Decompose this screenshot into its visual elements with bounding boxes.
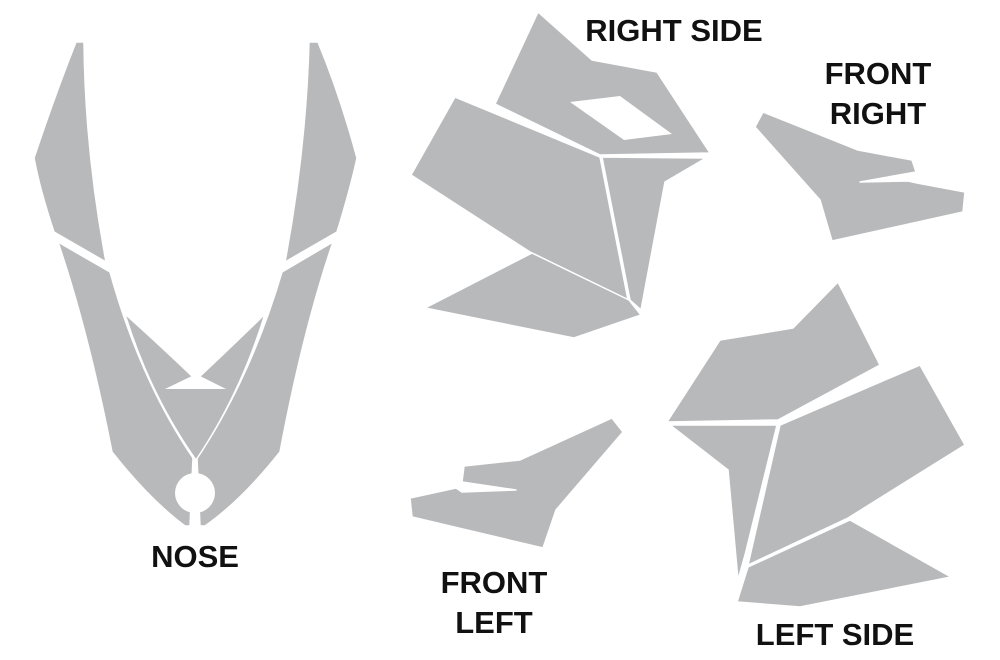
right-side-top-panel xyxy=(494,11,711,156)
nose-right-upper-panel xyxy=(284,41,358,263)
nose-label: NOSE xyxy=(151,539,239,574)
front-left-label-line2: LEFT xyxy=(455,605,533,640)
nose-left-upper-panel xyxy=(33,41,107,263)
front-left-decal-group: FRONT LEFT xyxy=(409,417,624,640)
right-side-inner-panel xyxy=(601,156,707,311)
left-side-large-panel xyxy=(747,364,966,566)
front-right-label-line2: RIGHT xyxy=(830,96,927,131)
nose-left-lower-panel xyxy=(57,241,194,527)
front-right-panel xyxy=(754,111,966,242)
left-side-top-panel xyxy=(666,281,881,423)
right-side-window-cutout xyxy=(570,96,672,140)
right-side-bottom-panel xyxy=(424,252,642,339)
front-right-decal-group: FRONT RIGHT xyxy=(754,56,966,242)
left-side-decal-group: LEFT SIDE xyxy=(666,281,966,652)
front-left-panel xyxy=(409,417,624,549)
front-right-label-line1: FRONT xyxy=(825,56,932,91)
right-side-decal-group: RIGHT SIDE xyxy=(410,11,763,339)
nose-keyhole-cutout xyxy=(175,473,215,513)
front-left-label-line1: FRONT xyxy=(441,565,548,600)
left-side-bottom-panel xyxy=(736,519,952,608)
nose-center-triangle-cutout xyxy=(165,374,226,389)
left-side-label: LEFT SIDE xyxy=(756,617,914,652)
nose-right-lower-panel xyxy=(196,241,334,527)
nose-decal-group: NOSE xyxy=(33,41,358,574)
left-side-inner-panel xyxy=(669,424,778,581)
right-side-label: RIGHT SIDE xyxy=(585,13,762,48)
